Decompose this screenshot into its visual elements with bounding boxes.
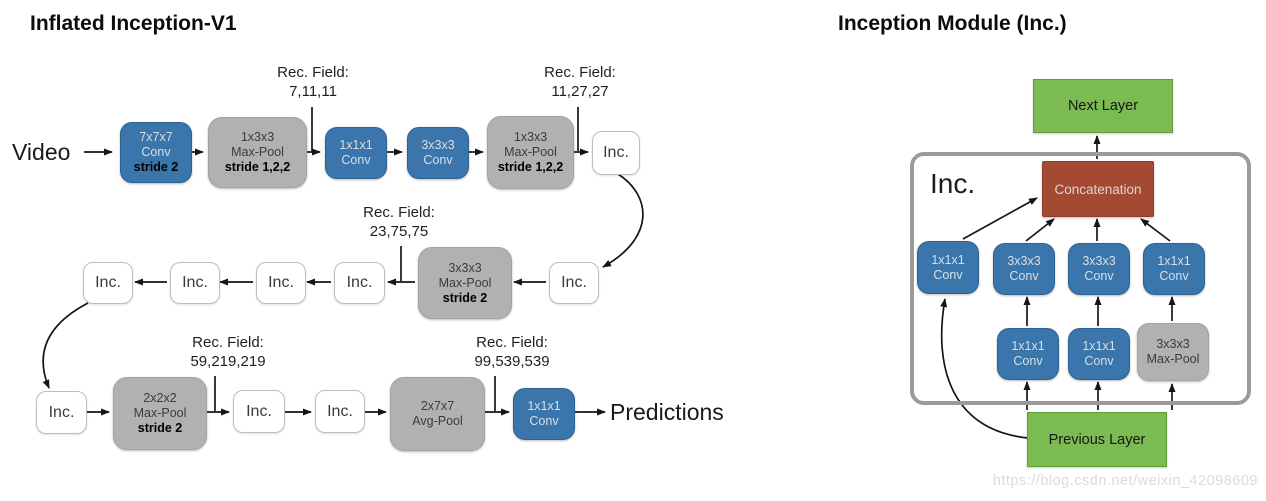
rec-field-annotation-3: Rec. Field: 23,75,75: [363, 203, 435, 241]
branch1-conv-block: 1x1x1 Conv: [917, 241, 979, 294]
conv1-stride: stride 2: [133, 160, 179, 174]
conv-final-kernel: 1x1x1: [527, 399, 561, 413]
rec-field-label: Rec. Field:: [476, 334, 548, 351]
conv1-type: Conv: [141, 145, 171, 159]
inc-label: Inc.: [48, 403, 75, 421]
maxpool3-stride: stride 2: [442, 290, 488, 305]
rec-field-annotation-5: Rec. Field: 99,539,539: [474, 333, 549, 371]
maxpool4-block: 2x2x2 Max-Pool stride 2: [113, 377, 207, 450]
maxpool2-stride: stride 1,2,2: [497, 160, 564, 174]
branch4-kernel: 1x1x1: [1157, 254, 1191, 268]
rec-field-label: Rec. Field:: [192, 334, 264, 351]
mid2-type: Conv: [1084, 354, 1114, 368]
maxpool3-block: 3x3x3 Max-Pool stride 2: [418, 247, 512, 319]
predictions-output-label: Predictions: [610, 399, 724, 425]
avgpool-kernel: 2x7x7: [420, 399, 455, 413]
inception-module-frame: [910, 152, 1251, 405]
maxpool4-kernel: 2x2x2: [143, 391, 177, 405]
rec-field-annotation-2: Rec. Field: 11,27,27: [544, 63, 616, 101]
previous-layer-label: Previous Layer: [1048, 431, 1146, 448]
conv1-block: 7x7x7 Conv stride 2: [120, 122, 192, 183]
left-diagram-title: Inflated Inception-V1: [30, 12, 237, 35]
inc-block-r2-1: Inc.: [83, 262, 133, 304]
mid3-type: Max-Pool: [1146, 352, 1200, 366]
inc-block-r3-2: Inc.: [233, 390, 285, 433]
conv2-block: 1x1x1 Conv: [325, 127, 387, 179]
maxpool4-stride: stride 2: [137, 421, 183, 435]
maxpool1-stride: stride 1,2,2: [224, 160, 291, 174]
inc-label: Inc.: [346, 274, 373, 291]
rec-field-annotation-4: Rec. Field: 59,219,219: [190, 333, 265, 371]
branch3-type: Conv: [1084, 269, 1114, 283]
inc-label: Inc.: [246, 402, 272, 420]
conv-final-type: Conv: [529, 414, 559, 428]
rec-field-value: 11,27,27: [551, 83, 609, 100]
inc-label: Inc.: [327, 402, 353, 420]
branch3-kernel: 3x3x3: [1082, 254, 1116, 268]
conv3-type: Conv: [423, 153, 453, 167]
mid2-kernel: 1x1x1: [1082, 339, 1116, 353]
inc-block-r2-3: Inc.: [256, 262, 306, 304]
csdn-watermark: https://blog.csdn.net/weixin_42098609: [992, 473, 1258, 489]
conv3-block: 3x3x3 Conv: [407, 127, 469, 179]
conv3-kernel: 3x3x3: [421, 138, 455, 152]
inc-label: Inc.: [182, 274, 208, 291]
maxpool3-kernel: 3x3x3: [448, 260, 482, 275]
mid1-kernel: 1x1x1: [1011, 339, 1045, 353]
mid2-conv-block: 1x1x1 Conv: [1068, 328, 1130, 380]
rec-field-label: Rec. Field:: [363, 204, 435, 221]
maxpool1-block: 1x3x3 Max-Pool stride 1,2,2: [208, 117, 307, 188]
maxpool1-type: Max-Pool: [231, 145, 284, 159]
avgpool-block: 2x7x7 Avg-Pool: [390, 377, 485, 451]
inc-block-r3-3: Inc.: [315, 390, 365, 433]
inc-block-r2-2: Inc.: [170, 262, 220, 304]
maxpool1-kernel: 1x3x3: [240, 130, 275, 144]
conv-final-block: 1x1x1 Conv: [513, 388, 575, 440]
rec-field-annotation-1: Rec. Field: 7,11,11: [277, 63, 349, 101]
conv2-kernel: 1x1x1: [339, 138, 373, 152]
inc-label: Inc.: [268, 274, 294, 291]
inc-block-r2-5: Inc.: [549, 262, 599, 304]
rec-field-value: 7,11,11: [289, 83, 337, 100]
rec-field-value: 99,539,539: [474, 353, 550, 370]
mid3-maxpool-block: 3x3x3 Max-Pool: [1137, 323, 1209, 381]
conv2-type: Conv: [341, 153, 371, 167]
right-diagram-title: Inception Module (Inc.): [838, 12, 1067, 35]
mid3-kernel: 3x3x3: [1156, 337, 1190, 351]
module-inc-label: Inc.: [930, 168, 976, 199]
maxpool2-type: Max-Pool: [504, 145, 557, 159]
inc-label: Inc.: [561, 274, 587, 291]
branch3-conv-block: 3x3x3 Conv: [1068, 243, 1130, 295]
branch4-conv-block: 1x1x1 Conv: [1143, 243, 1205, 295]
maxpool2-kernel: 1x3x3: [513, 130, 548, 144]
rec-field-value: 59,219,219: [190, 353, 266, 370]
mid1-conv-block: 1x1x1 Conv: [997, 328, 1059, 380]
inc-label: Inc.: [603, 144, 629, 161]
next-layer-block: Next Layer: [1033, 79, 1173, 133]
avgpool-type: Avg-Pool: [412, 414, 463, 428]
inc-block-r3-1: Inc.: [36, 391, 87, 434]
inc-block-1: Inc.: [592, 131, 640, 175]
conv1-kernel: 7x7x7: [139, 130, 173, 144]
rec-field-label: Rec. Field:: [277, 64, 349, 81]
branch2-conv-block: 3x3x3 Conv: [993, 243, 1055, 295]
concatenation-label: Concatenation: [1054, 181, 1142, 197]
inc-block-r2-4: Inc.: [334, 262, 385, 304]
rec-field-value: 23,75,75: [369, 223, 429, 240]
video-input-label: Video: [12, 139, 71, 165]
rec-field-label: Rec. Field:: [544, 64, 616, 81]
mid1-type: Conv: [1013, 354, 1043, 368]
branch2-type: Conv: [1009, 269, 1039, 283]
branch2-kernel: 3x3x3: [1007, 254, 1041, 268]
previous-layer-block: Previous Layer: [1027, 412, 1167, 467]
maxpool3-type: Max-Pool: [438, 275, 492, 290]
next-layer-label: Next Layer: [1067, 98, 1139, 114]
maxpool2-block: 1x3x3 Max-Pool stride 1,2,2: [487, 116, 574, 189]
branch1-type: Conv: [933, 267, 963, 282]
inc-label: Inc.: [95, 274, 121, 291]
concatenation-block: Concatenation: [1042, 161, 1154, 217]
branch1-kernel: 1x1x1: [931, 252, 965, 267]
maxpool4-type: Max-Pool: [133, 406, 187, 420]
branch4-type: Conv: [1159, 269, 1189, 283]
